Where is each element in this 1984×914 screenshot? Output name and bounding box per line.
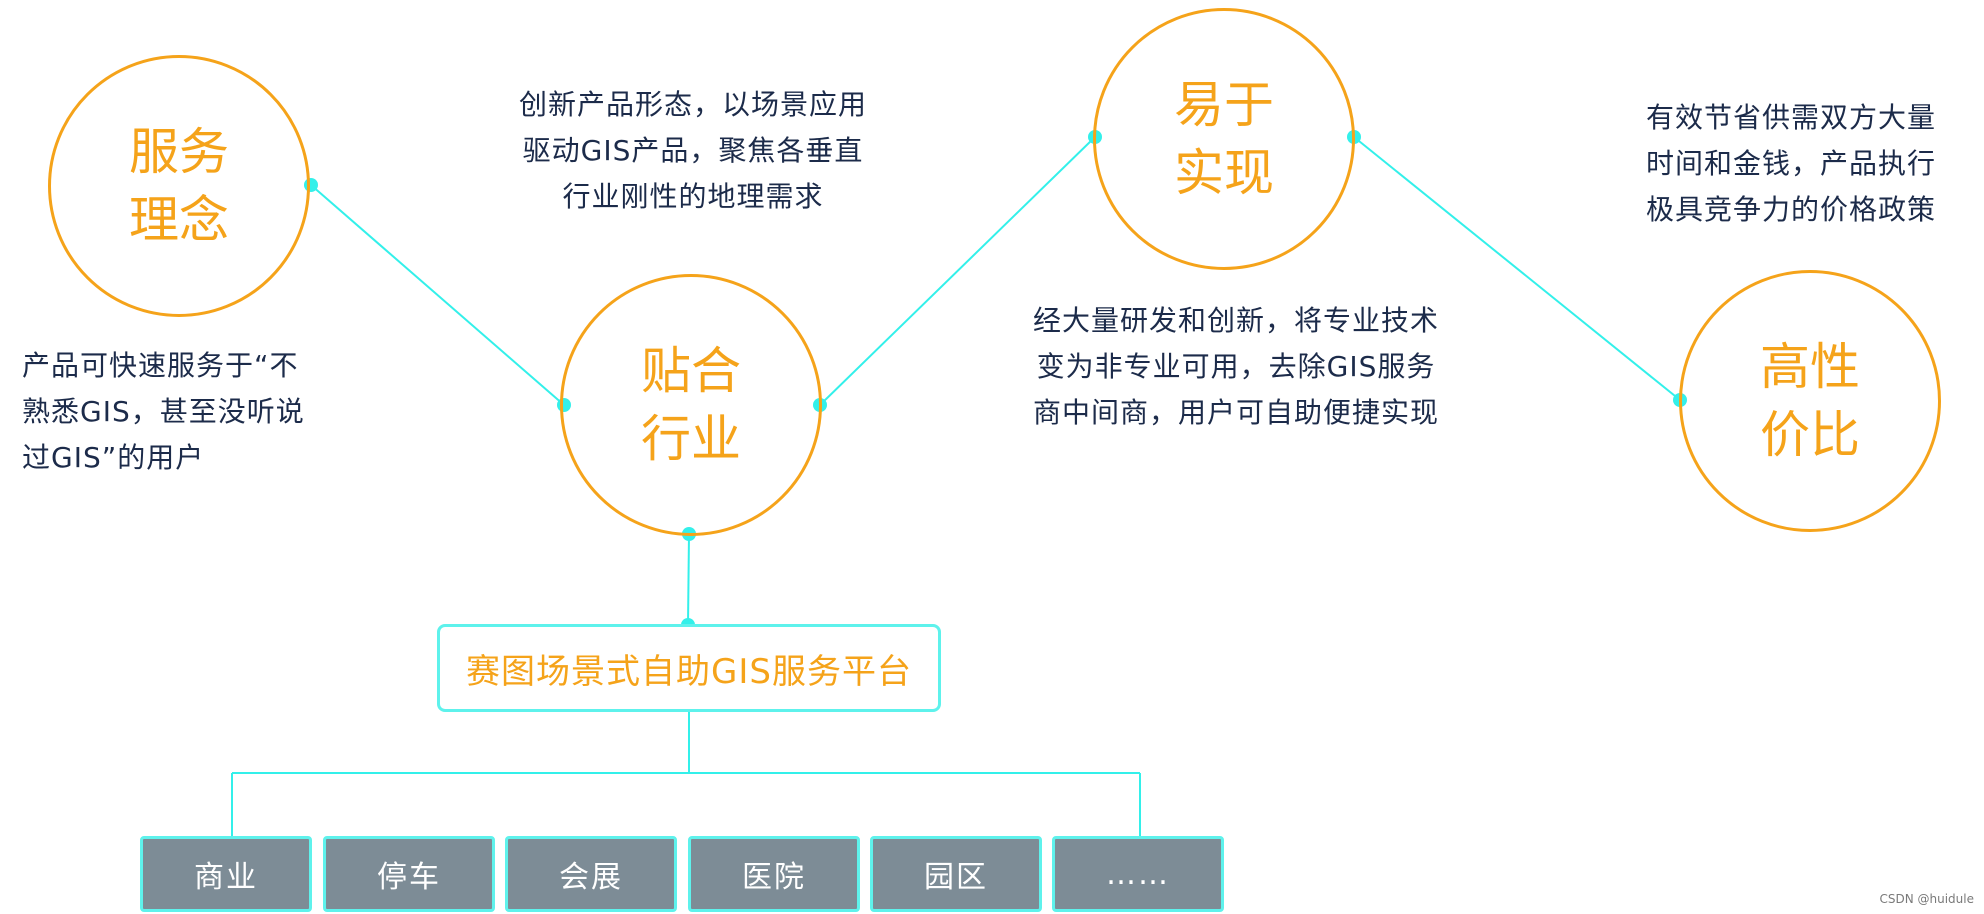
- description-industry: 创新产品形态，以场景应用 驱动GIS产品，聚焦各垂直 行业刚性的地理需求: [498, 82, 888, 220]
- concept-label: 服务: [129, 123, 229, 181]
- link-industry-easy: [819, 136, 1096, 406]
- description-line: 极具竞争力的价格政策: [1646, 193, 1937, 226]
- concept-label: 高性: [1760, 338, 1860, 396]
- description-easy: 经大量研发和创新，将专业技术 变为非专业可用，去除GIS服务 商中间商，用户可自…: [1010, 298, 1462, 436]
- description-line: 经大量研发和创新，将专业技术: [1032, 304, 1439, 337]
- concept-circle-service: 服务 理念: [48, 55, 310, 317]
- description-line: 有效节省供需双方大量: [1646, 101, 1937, 134]
- description-line: 过GIS”的用户: [22, 441, 205, 474]
- watermark: CSDN @huidule: [1879, 892, 1974, 906]
- description-line: 行业刚性的地理需求: [562, 180, 824, 213]
- link-easy-value: [1353, 136, 1681, 401]
- industry-box-exhibition: 会展: [505, 836, 677, 912]
- concept-label: 价比: [1760, 406, 1860, 464]
- concept-circle-value: 高性 价比: [1679, 270, 1941, 532]
- concept-label: 行业: [641, 410, 741, 468]
- description-line: 驱动GIS产品，聚焦各垂直: [522, 134, 864, 167]
- description-line: 时间和金钱，产品执行: [1646, 147, 1937, 180]
- concept-label: 实现: [1174, 144, 1274, 202]
- description-line: 变为非专业可用，去除GIS服务: [1036, 350, 1436, 383]
- industry-box-parking: 停车: [323, 836, 495, 912]
- concept-label: 易于: [1174, 76, 1274, 134]
- description-line: 创新产品形态，以场景应用: [518, 88, 867, 121]
- description-line: 商中间商，用户可自助便捷实现: [1032, 396, 1439, 429]
- link-service-industry: [310, 184, 565, 406]
- industry-box-hospital: 医院: [688, 836, 860, 912]
- description-service: 产品可快速服务于“不 熟悉GIS，甚至没听说 过GIS”的用户: [22, 343, 305, 481]
- concept-label: 理念: [129, 191, 229, 249]
- description-value: 有效节省供需双方大量 时间和金钱，产品执行 极具竞争力的价格政策: [1646, 95, 1936, 233]
- concept-label: 贴合: [641, 342, 741, 400]
- description-line: 熟悉GIS，甚至没听说: [22, 395, 305, 428]
- industry-box-more: ……: [1052, 836, 1224, 912]
- description-line: 产品可快速服务于“不: [22, 349, 299, 382]
- link-industry-platform: [687, 533, 690, 626]
- industry-box-park: 园区: [870, 836, 1042, 912]
- concept-circle-easy: 易于 实现: [1093, 8, 1355, 270]
- industry-box-commerce: 商业: [140, 836, 312, 912]
- platform-box: 赛图场景式自助GIS服务平台: [437, 624, 941, 712]
- concept-circle-industry: 贴合 行业: [560, 274, 822, 536]
